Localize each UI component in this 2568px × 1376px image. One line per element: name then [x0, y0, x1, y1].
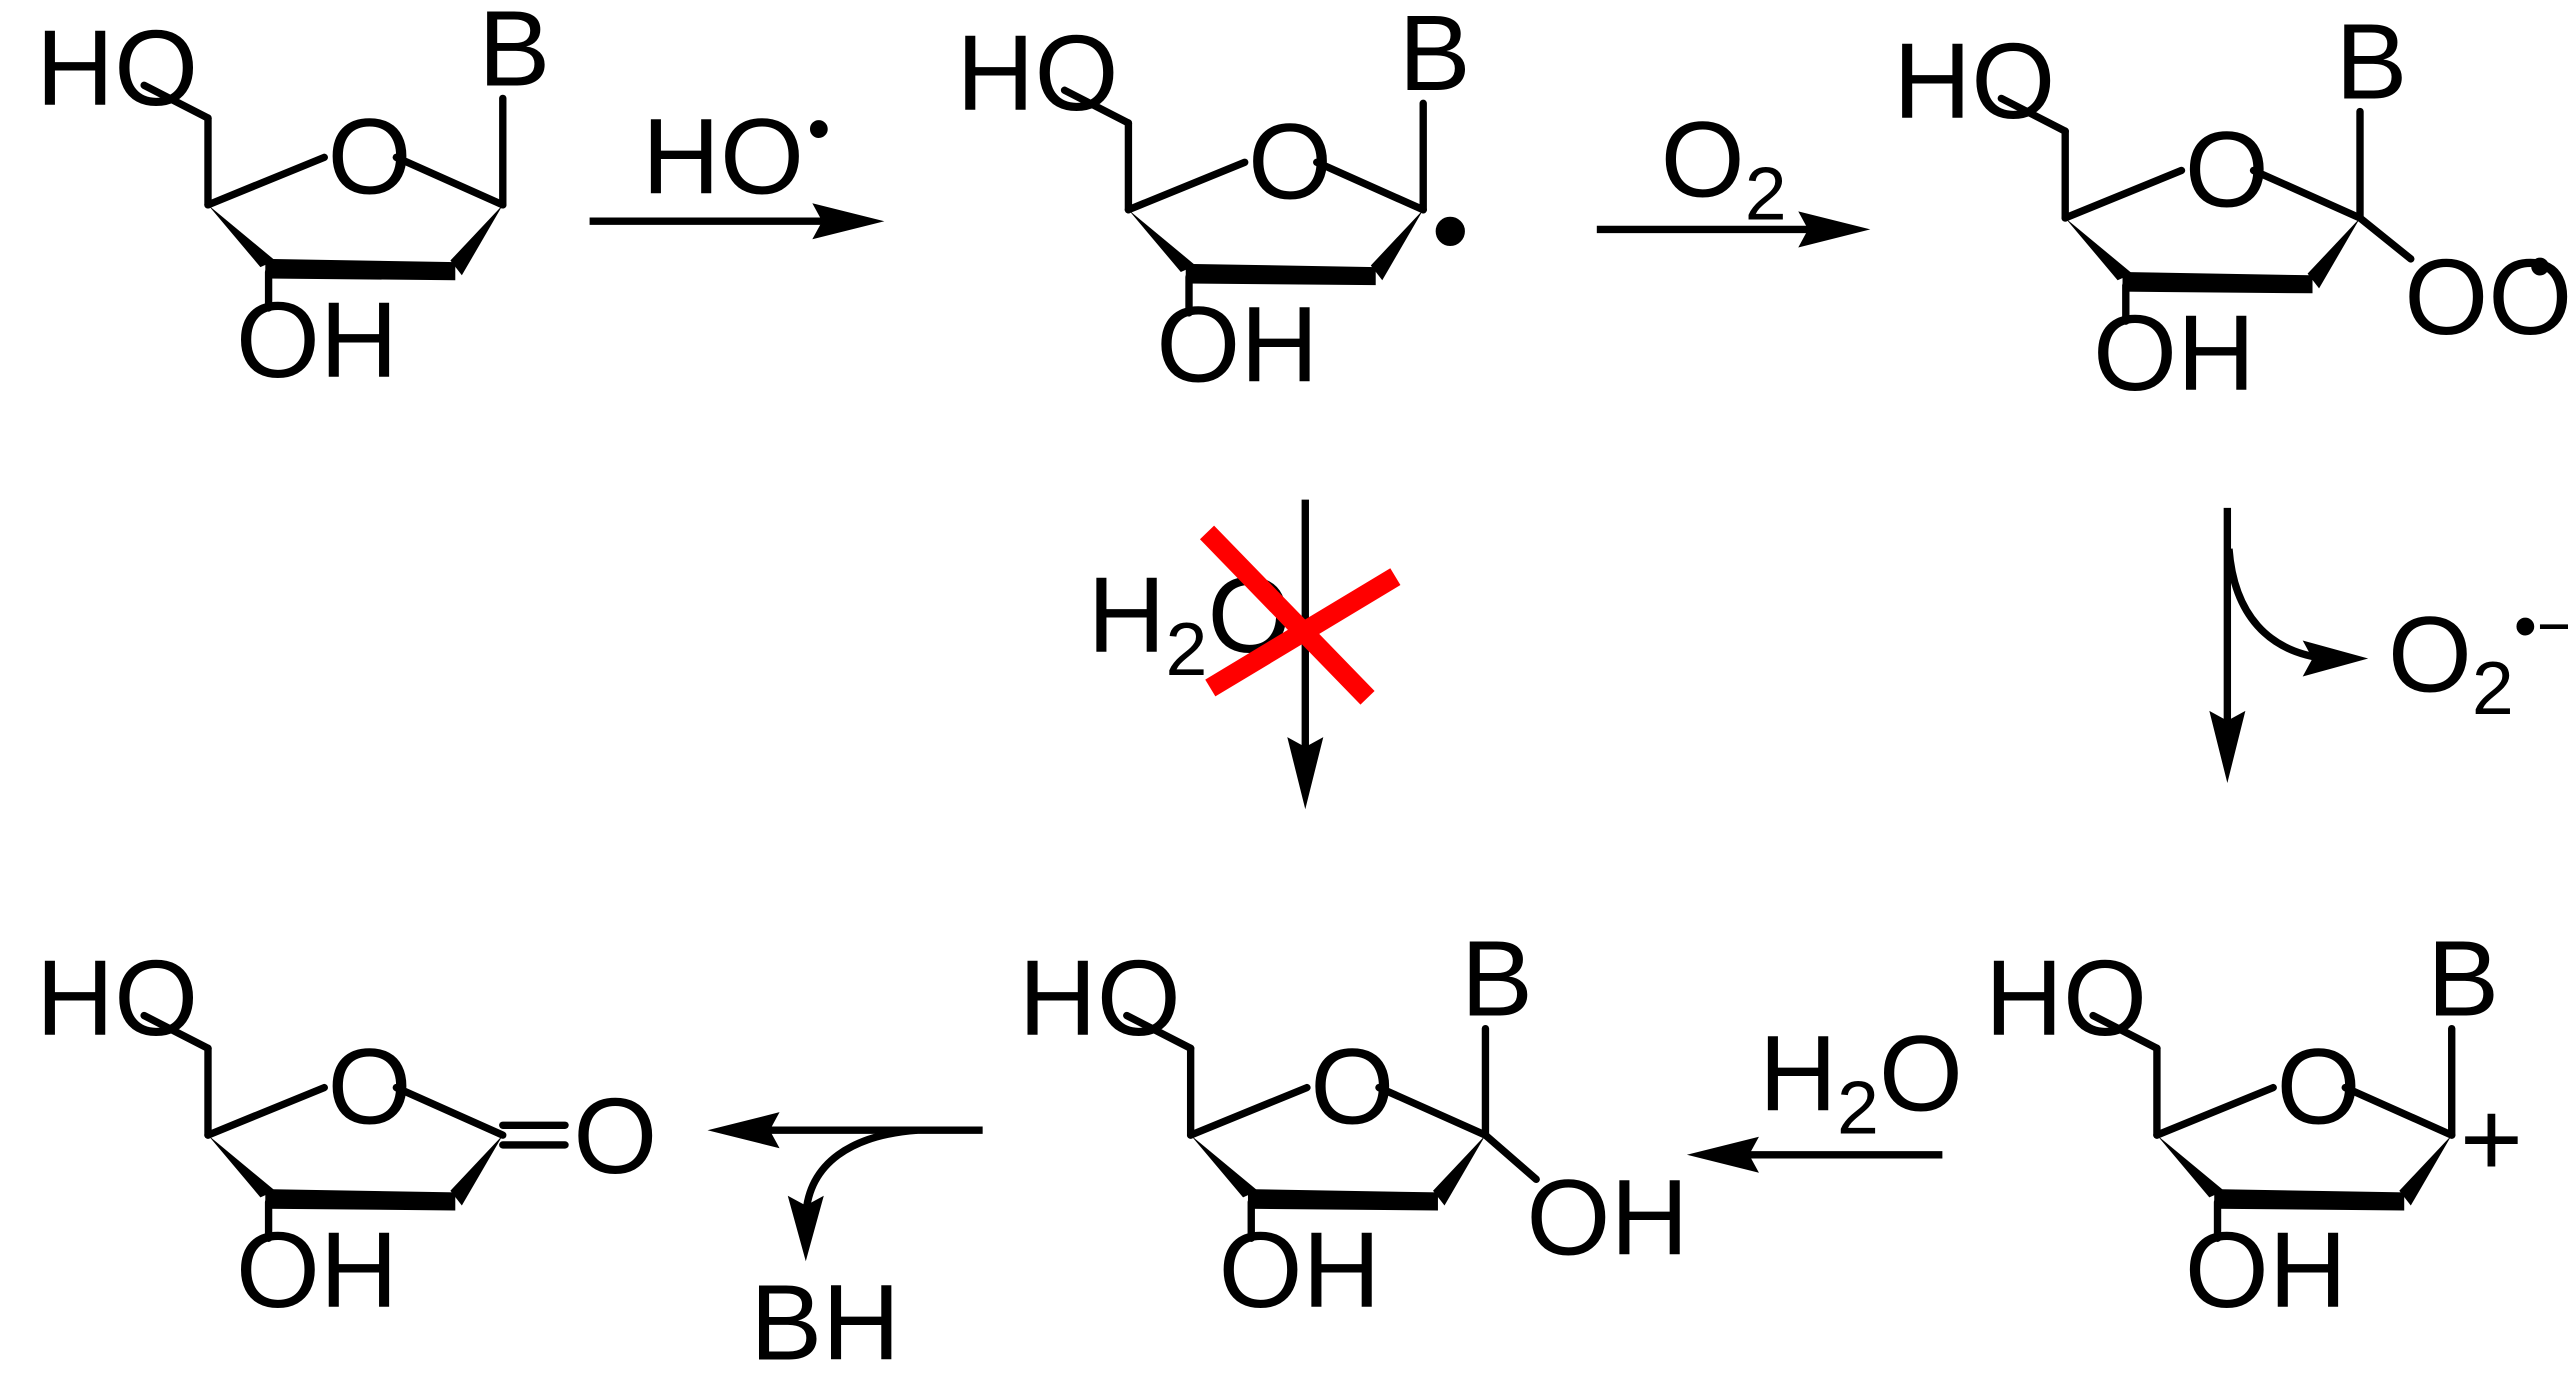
blocked-cross-icon	[1199, 525, 1401, 705]
hydroxyl-label: OH	[1218, 1209, 1380, 1330]
reagent-water: H2O	[1759, 1013, 1963, 1150]
base-label: B	[2427, 918, 2499, 1039]
base-label: B	[1461, 918, 1533, 1039]
carbonyl-oxygen-label: O	[573, 1075, 657, 1196]
cation-charge: +	[2460, 1078, 2523, 1199]
hydroxyl-label: OH	[2093, 292, 2255, 413]
hydroxymethyl-label: HO	[36, 937, 198, 1058]
hydroxyl-label: OH	[1156, 284, 1318, 405]
molecule-c1-cation: HO O OH B +	[1985, 918, 2523, 1331]
reagent-hydroxyl-radical: HO•	[642, 92, 830, 217]
hydroxymethyl-label: HO	[956, 12, 1118, 133]
reagent-superoxide: O2•−	[2388, 590, 2568, 731]
ring-oxygen-label: O	[328, 95, 412, 216]
hydroxymethyl-label: HO	[1985, 937, 2147, 1058]
base-label: B	[478, 0, 550, 108]
anomeric-hydroxyl-label: OH	[1526, 1157, 1688, 1278]
peroxyl-label: OO	[2404, 236, 2568, 357]
hydroxymethyl-label: HO	[36, 7, 198, 128]
molecule-peroxyl-radical: HO O OH B OO •	[1893, 0, 2568, 413]
arrow-blocked-water: H2O	[1087, 499, 1401, 810]
molecule-lactone: HO O OH O	[36, 937, 657, 1330]
hydroxyl-label: OH	[2185, 1209, 2347, 1330]
arrow-oxygen-addition: O2	[1596, 99, 1871, 248]
reagent-oxygen: O2	[1661, 99, 1787, 236]
arrow-base-release: BH	[707, 1112, 983, 1376]
hydroxymethyl-label: HO	[1893, 20, 2055, 141]
molecule-hemiacetal: HO O OH B OH	[1019, 918, 1689, 1331]
hydroxyl-label: OH	[236, 279, 398, 400]
molecule-c1-radical: HO O OH B •	[956, 0, 1470, 405]
arrow-superoxide-release: O2•−	[2209, 507, 2568, 783]
peroxyl-radical-dot: •	[2529, 229, 2552, 302]
ring-oxygen-label: O	[1248, 100, 1332, 221]
released-base-label: BH	[750, 1261, 900, 1376]
radical-dot: •	[1431, 169, 1469, 290]
hydroxyl-label: OH	[236, 1209, 398, 1330]
base-label: B	[2335, 0, 2407, 121]
base-label: B	[1399, 0, 1471, 113]
ring-oxygen-label: O	[2185, 109, 2269, 230]
ring-oxygen-label: O	[328, 1026, 412, 1147]
arrow-water-addition: H2O	[1686, 1013, 1963, 1173]
ring-oxygen-label: O	[2276, 1026, 2360, 1147]
molecule-nucleoside: HO O OH B	[36, 0, 550, 400]
arrow-hydroxyl-radical-attack: HO•	[589, 92, 885, 240]
ring-oxygen-label: O	[1310, 1026, 1394, 1147]
hydroxymethyl-label: HO	[1019, 937, 1181, 1058]
